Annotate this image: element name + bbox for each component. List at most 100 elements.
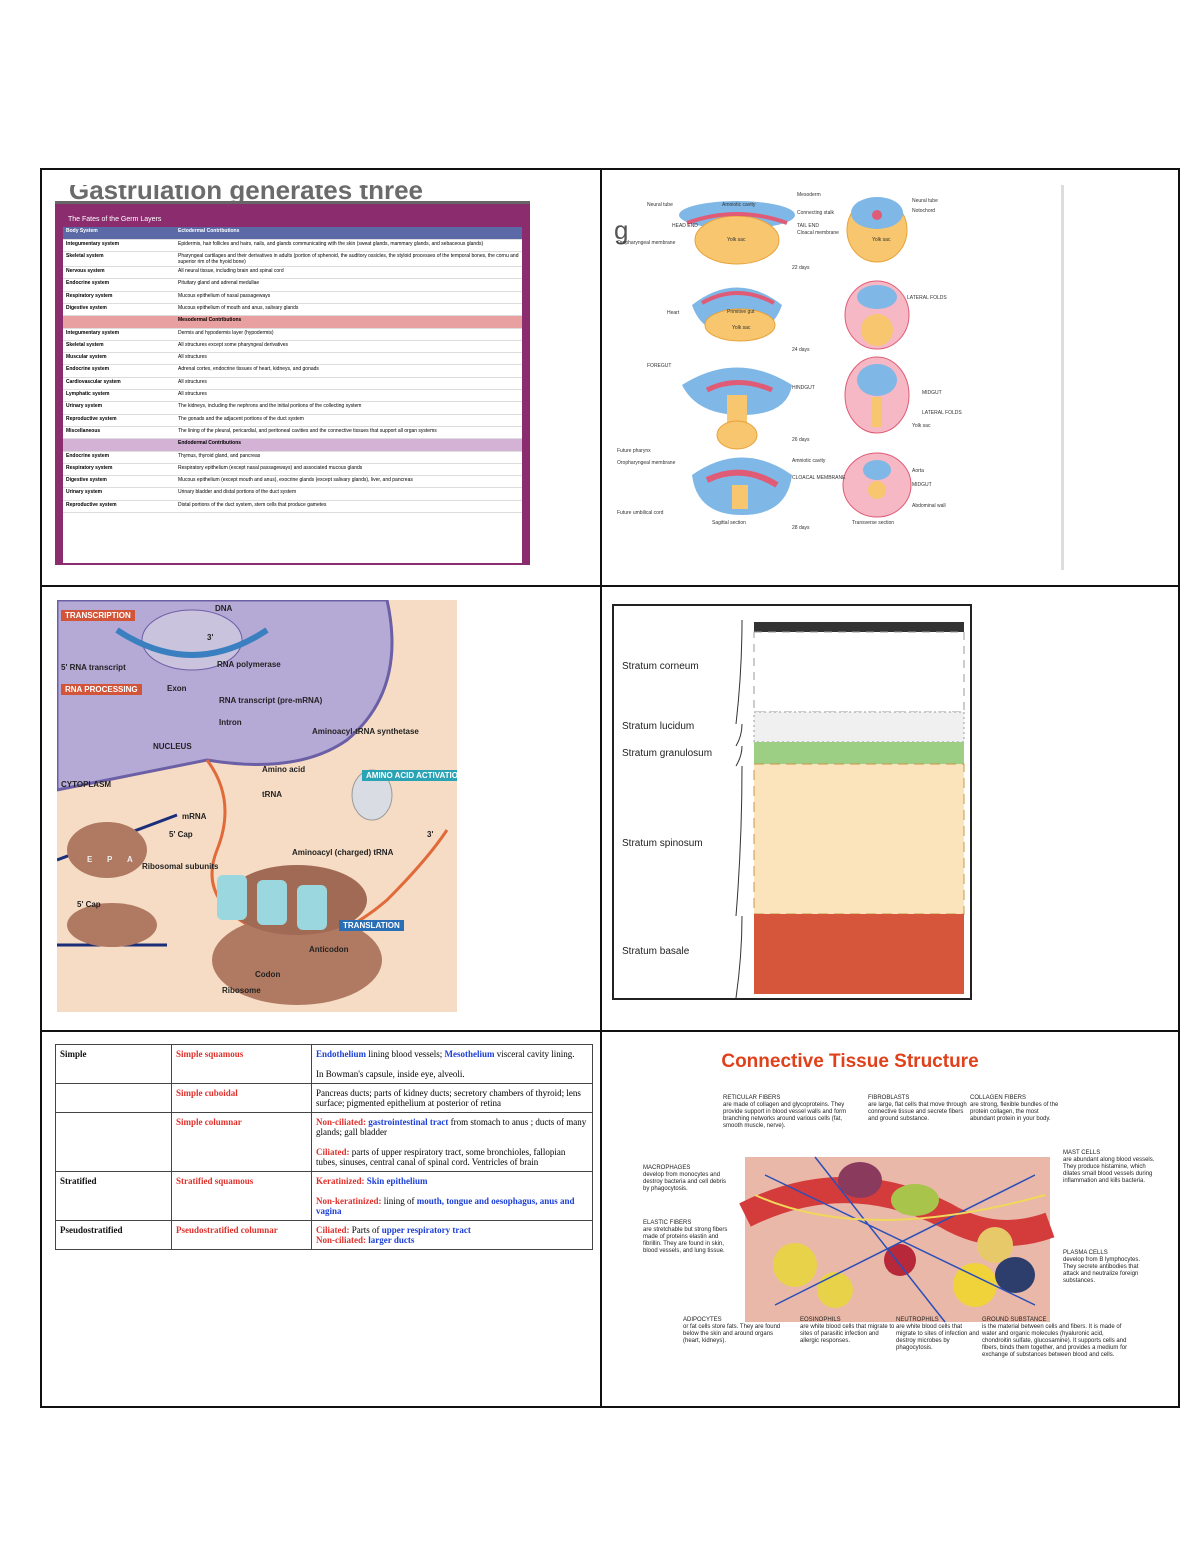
embryo-label: Transverse section (852, 520, 895, 526)
collagen-fibers-annotation: COLLAGEN FIBERS are strong, flexible bun… (970, 1095, 1065, 1123)
embryo-label: Heart (667, 310, 680, 316)
embryo-label: Yolk sac (732, 325, 751, 331)
contribution-cell: Adrenal cortex, endocrine tissues of hea… (175, 364, 522, 378)
section-spacer (63, 438, 175, 452)
mast-cells-annotation: MAST CELLS are abundant along blood vess… (1063, 1150, 1155, 1185)
embryo-label: Connecting stalk (797, 210, 834, 216)
macrophages-label: MACROPHAGES (643, 1165, 691, 1171)
germ-layers-table: Body System Ectodermal Contributions Int… (63, 227, 522, 514)
embryo-label: TAIL END (797, 223, 819, 229)
amino-acid-label: Amino acid (262, 765, 306, 774)
body-system-cell: Lymphatic system (63, 389, 175, 403)
ribosome-label: Ribosome (222, 986, 261, 995)
embryo-label: Amniotic cavity (792, 458, 826, 464)
embryo-transverse-22 (846, 197, 908, 263)
location-text: mouth, tongue and oesophagus, anus and v… (316, 1196, 575, 1216)
location-text: upper respiratory tract (381, 1225, 471, 1235)
three-prime-label: 3' (207, 633, 214, 642)
ribosomal-subunits-label: Ribosomal subunits (142, 862, 219, 871)
location-text: visceral cavity lining. (494, 1049, 575, 1059)
intron-label: Intron (219, 718, 242, 727)
contribution-cell: All structures except some pharyngeal de… (175, 340, 522, 354)
charged-trna-label: Aminoacyl (charged) tRNA (292, 848, 394, 857)
location-text: Ciliated: (316, 1147, 352, 1157)
body-system-cell: Reproductive system (63, 414, 175, 427)
body-system-cell: Nervous system (63, 266, 175, 280)
stratum-label: Stratum spinosum (622, 838, 703, 849)
contribution-cell: The lining of the pleural, pericardial, … (175, 426, 522, 440)
embryo-label: LATERAL FOLDS (907, 295, 947, 301)
embryo-label: LATERAL FOLDS (922, 410, 962, 416)
rna-polymerase-label: RNA polymerase (217, 660, 281, 669)
location-text: Non-ciliated: (316, 1235, 369, 1245)
epithelium-type: Stratified squamous (171, 1171, 312, 1221)
location-text: Keratinized: (316, 1176, 367, 1186)
embryo-label: MIDGUT (912, 482, 932, 488)
connective-title: Connective Tissue Structure (721, 1051, 979, 1072)
embryo-sagittal-22 (679, 201, 795, 265)
epithelium-locations: Endothelium lining blood vessels; Mesoth… (311, 1044, 593, 1084)
embryo-day-label: 22 days (792, 265, 810, 271)
ground-substance-label: GROUND SUBSTANCE (982, 1317, 1047, 1323)
epithelium-type: Pseudostratified columnar (171, 1220, 312, 1250)
line-gap (316, 1059, 588, 1069)
mrna-label: mRNA (182, 812, 207, 821)
embryo-transverse-26 (844, 356, 910, 434)
contribution-cell: Mucous epithelium of mouth and anus, sal… (175, 303, 522, 317)
embryo-label: Oropharyngeal membrane (617, 460, 676, 466)
five-cap-label: 5' Cap (169, 830, 193, 839)
body-system-cell: Respiratory system (63, 463, 175, 477)
rna-processing-tag: RNA PROCESSING (61, 684, 142, 695)
eosinophils-annotation: EOSINOPHILS are white blood cells that m… (800, 1317, 895, 1345)
germ-layer-section-row: Endodermal Contributions (63, 438, 522, 452)
mast-cells-text: are abundant along blood vessels. They p… (1063, 1157, 1155, 1184)
epithelium-type: Simple squamous (171, 1044, 312, 1084)
location-text: gastrointestinal tract (368, 1117, 449, 1127)
elastic-fibers-text: are stretchable but strong fibers made o… (643, 1227, 728, 1254)
macrophages-text: develop from monocytes and destroy bacte… (643, 1172, 727, 1192)
germ-layers-table-image: Gastrulation generates three The Fates o… (55, 185, 530, 565)
cytoplasm-label: CYTOPLASM (61, 780, 112, 789)
connective-tissue-diagram: Connective Tissue Structure RETICULAR FI… (615, 1045, 1175, 1395)
eosinophils-label: EOSINOPHILS (800, 1317, 841, 1323)
body-system-cell: Endocrine system (63, 278, 175, 292)
location-line: Ciliated: parts of upper respiratory tra… (316, 1147, 588, 1167)
reticular-fibers-annotation: RETICULAR FIBERS are made of collagen an… (723, 1095, 853, 1130)
embryo-label: Amniotic cavity (722, 202, 756, 208)
line-gap (316, 1137, 588, 1147)
trna-label: tRNA (262, 790, 282, 799)
embryo-sagittal-28 (692, 457, 792, 515)
embryo-label: MIDGUT (922, 390, 942, 396)
body-system-cell: Cardiovascular system (63, 377, 175, 391)
embryo-day-label: 26 days (792, 437, 810, 443)
embryo-label: Mesoderm (797, 192, 821, 198)
protein-synthesis-drawing (57, 600, 449, 1005)
embryo-label: FOREGUT (647, 363, 672, 369)
germ-layers-title: The Fates of the Germ Layers (63, 213, 522, 227)
location-line: Non-ciliated: larger ducts (316, 1235, 588, 1245)
embryo-day-label: 28 days (792, 525, 810, 531)
ground-substance-annotation: GROUND SUBSTANCE is the material between… (982, 1317, 1130, 1359)
body-system-cell: Muscular system (63, 352, 175, 366)
epithelium-category: Stratified (55, 1171, 172, 1221)
body-system-cell: Skeletal system (63, 251, 175, 268)
body-system-cell: Integumentary system (63, 239, 175, 253)
epithelium-category: Simple (55, 1044, 172, 1084)
plasma-cells-annotation: PLASMA CELLS develop from B lymphocytes.… (1063, 1250, 1153, 1285)
mast-cells-label: MAST CELLS (1063, 1150, 1101, 1156)
location-text: Skin epithelium (366, 1176, 428, 1186)
contribution-cell: All structures (175, 352, 522, 366)
site-e-label: E (87, 855, 93, 864)
location-text: larger ducts (368, 1235, 415, 1245)
